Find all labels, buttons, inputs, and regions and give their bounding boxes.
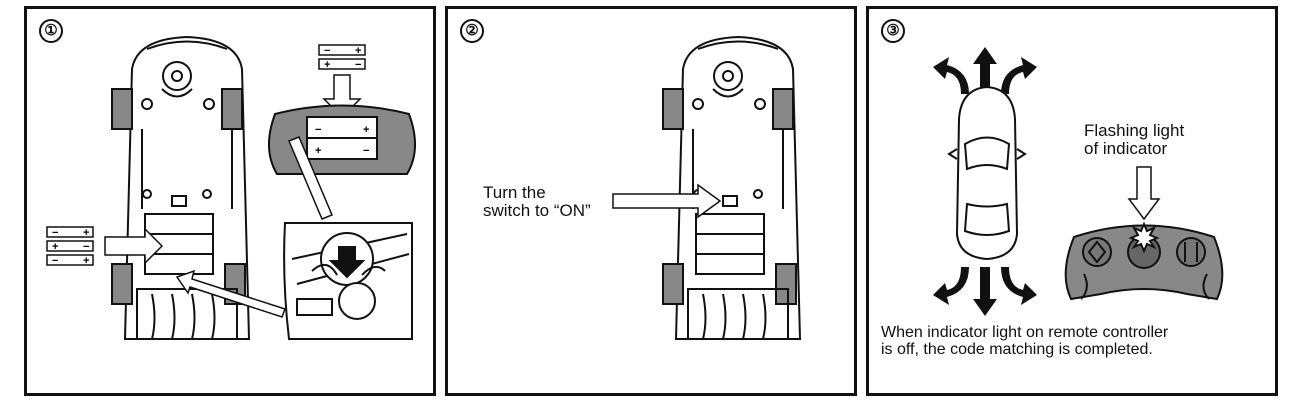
battery-plus-sign: + — [315, 145, 321, 157]
battery-plus-sign: + — [52, 241, 58, 253]
arrow-curve-up-right-icon — [1001, 57, 1037, 94]
step-1-illustration: − + + − − + − + + − − + + − — [46, 35, 417, 340]
direction-arrows-bottom — [933, 267, 1037, 316]
remote-controller — [1064, 221, 1224, 301]
indicator-label: Flashing light of indicator — [1084, 121, 1185, 158]
step-2-panel: ② Turn the switch to “ON” — [445, 6, 857, 396]
battery-minus-sign: − — [83, 241, 89, 253]
arrow-curve-down-left-icon — [933, 267, 969, 305]
arrow-down-icon — [973, 267, 997, 316]
battery-minus-sign: − — [315, 124, 321, 136]
car-underside — [662, 35, 802, 340]
arrow-up-icon — [973, 47, 997, 94]
insert-arrow-icon — [104, 227, 164, 265]
car-underside — [111, 35, 251, 340]
step-1-number: ① — [39, 19, 63, 43]
step-3-number: ③ — [881, 19, 905, 43]
direction-arrows-top — [933, 47, 1037, 94]
battery-plus-sign: + — [324, 59, 330, 71]
battery-plus-sign: + — [83, 255, 89, 267]
car-top-view — [947, 85, 1027, 261]
battery-plus-sign: + — [83, 227, 89, 239]
step-2-illustration — [612, 35, 802, 340]
arrow-curve-up-left-icon — [933, 57, 969, 94]
battery-minus-sign: − — [324, 45, 330, 57]
battery-plus-sign: + — [355, 45, 361, 57]
completion-caption: When indicator light on remote controlle… — [881, 324, 1169, 358]
battery-minus-sign: − — [355, 59, 361, 71]
battery-minus-sign: − — [52, 227, 58, 239]
switch-instruction: Turn the switch to “ON” — [483, 183, 591, 220]
long-pointer-arrow-icon — [175, 269, 286, 318]
battery-plus-sign: + — [363, 124, 369, 136]
pointer-arrow-icon — [288, 136, 333, 220]
battery-minus-sign: − — [363, 145, 369, 157]
step-1-panel: ① — [24, 6, 436, 396]
batteries-remote — [318, 44, 366, 70]
battery-minus-sign: − — [52, 255, 58, 267]
batteries-left — [46, 226, 94, 266]
indicator-arrow-icon — [1127, 166, 1161, 221]
step-3-illustration — [933, 47, 1224, 316]
zoom-inset — [283, 222, 413, 340]
step-3-panel: ③ — [866, 6, 1278, 396]
arrow-curve-down-right-icon — [1001, 267, 1037, 305]
step-2-number: ② — [460, 19, 484, 43]
switch-arrow-icon — [612, 183, 722, 219]
